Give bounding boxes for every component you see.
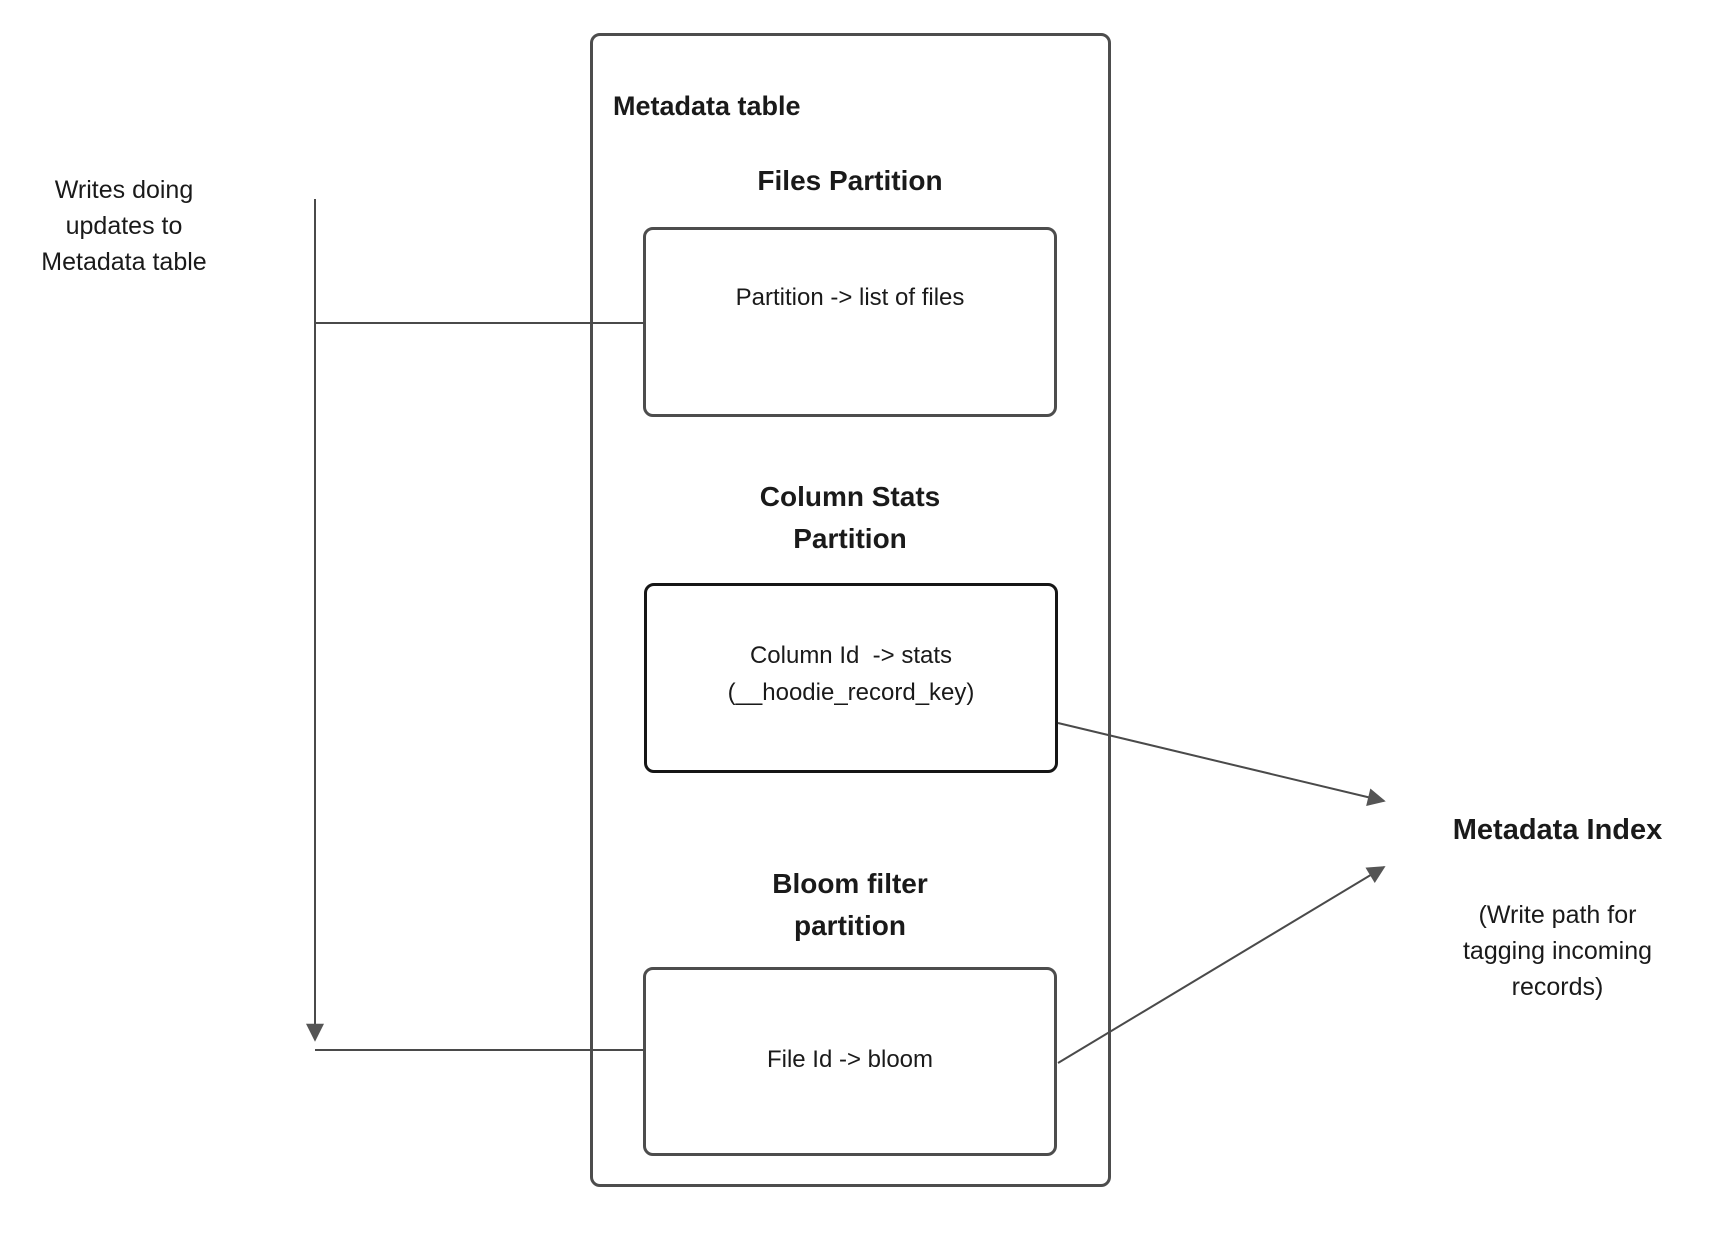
column-stats-partition-heading: Column Stats Partition (759, 481, 941, 554)
column-stats-partition-box (644, 583, 1058, 773)
metadata-index-subtitle: (Write path for tagging incoming records… (1462, 901, 1652, 1001)
bloom-filter-partition-text: File Id -> bloom (766, 1046, 934, 1073)
bloom-filter-partition-heading: Bloom filter partition (772, 868, 928, 941)
bloom-filter-partition-box (643, 967, 1057, 1156)
column-stats-partition-text: Column Id -> stats (__hoodie_record_key) (727, 642, 975, 706)
metadata-table-title: Metadata table (613, 91, 801, 121)
metadata-index-title: Metadata Index (1452, 814, 1663, 846)
files-partition-text: Partition -> list of files (735, 284, 965, 311)
files-partition-heading: Files Partition (757, 165, 943, 196)
writes-note: Writes doing updates to Metadata table (41, 176, 207, 276)
files-partition-box (643, 227, 1057, 417)
